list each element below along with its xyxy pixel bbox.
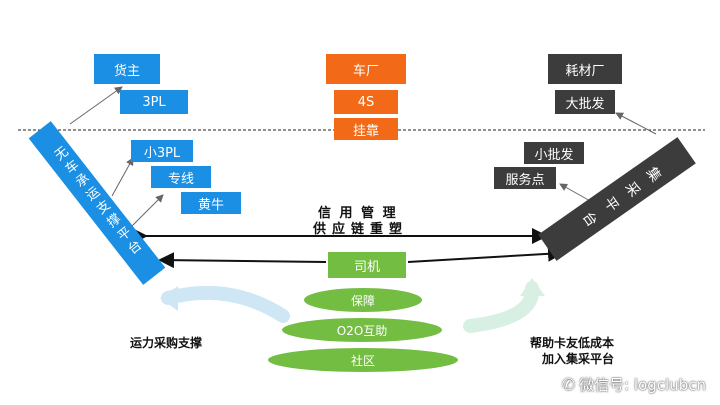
ellipse-shequ: 社区 [268,348,458,372]
box-chechang: 车厂 [326,54,406,84]
xiao3pl-label: 小3PL [143,145,181,161]
huozhu-label: 货主 [113,63,140,79]
arrow-to-3pl [69,86,123,125]
baozhang-label: 保障 [350,293,375,308]
wechat-icon: ✆ [561,375,576,394]
box-3pl: 3PL [120,90,188,114]
arrow-to-fuwudian [559,183,593,203]
arrow-to-xiao3pl [111,157,134,197]
watermark: ✆ 微信号: logclubcn [562,374,706,395]
box-huozhu: 货主 [94,54,160,84]
credit-line-2: 供应链重塑 [313,222,409,237]
huangniu-label: 黄牛 [197,197,224,213]
3pl-label: 3PL [142,94,166,110]
box-xiao3pl: 小3PL [131,140,193,162]
bottom-right-label-2: 加入集采平台 [542,352,615,366]
bottom-right-label-1: 帮助卡友低成本 [530,336,615,350]
xiaopifa-label: 小批发 [534,147,574,163]
box-guakao: 挂靠 [334,118,398,140]
bottom-left-label: 运力采购支撑 [130,336,203,350]
box-huangniu: 黄牛 [181,192,241,214]
chechang-label: 车厂 [352,63,379,79]
shequ-label: 社区 [350,353,375,368]
box-siji: 司机 [328,252,406,278]
haocai-label: 耗材厂 [565,63,605,79]
guakao-label: 挂靠 [352,123,379,139]
zhuanxian-label: 专线 [167,171,194,187]
box-fuwudian: 服务点 [494,167,556,189]
siji-label: 司机 [353,259,380,275]
box-dapifa: 大批发 [555,90,615,114]
watermark-text: 微信号: logclubcn [579,376,706,394]
box-haocai: 耗材厂 [548,54,622,84]
dapifa-label: 大批发 [565,96,605,112]
box-zhuanxian: 专线 [151,166,211,188]
o2o-label: O2O互助 [336,323,388,338]
box-xiaopifa: 小批发 [524,142,584,164]
4s-label: 4S [357,94,375,110]
left-curved-arrow [161,285,290,323]
driver-right-arrow [407,245,564,263]
arrow-to-huangniu [131,194,164,227]
ellipse-baozhang: 保障 [304,288,422,312]
arrow-to-dapifa [615,112,657,135]
fuwudian-label: 服务点 [505,172,545,188]
driver-left-arrow [158,252,327,269]
ellipse-o2o: O2O互助 [282,318,442,342]
box-4s: 4S [334,90,398,114]
credit-line-1: 信 用 管 理 [318,206,398,221]
